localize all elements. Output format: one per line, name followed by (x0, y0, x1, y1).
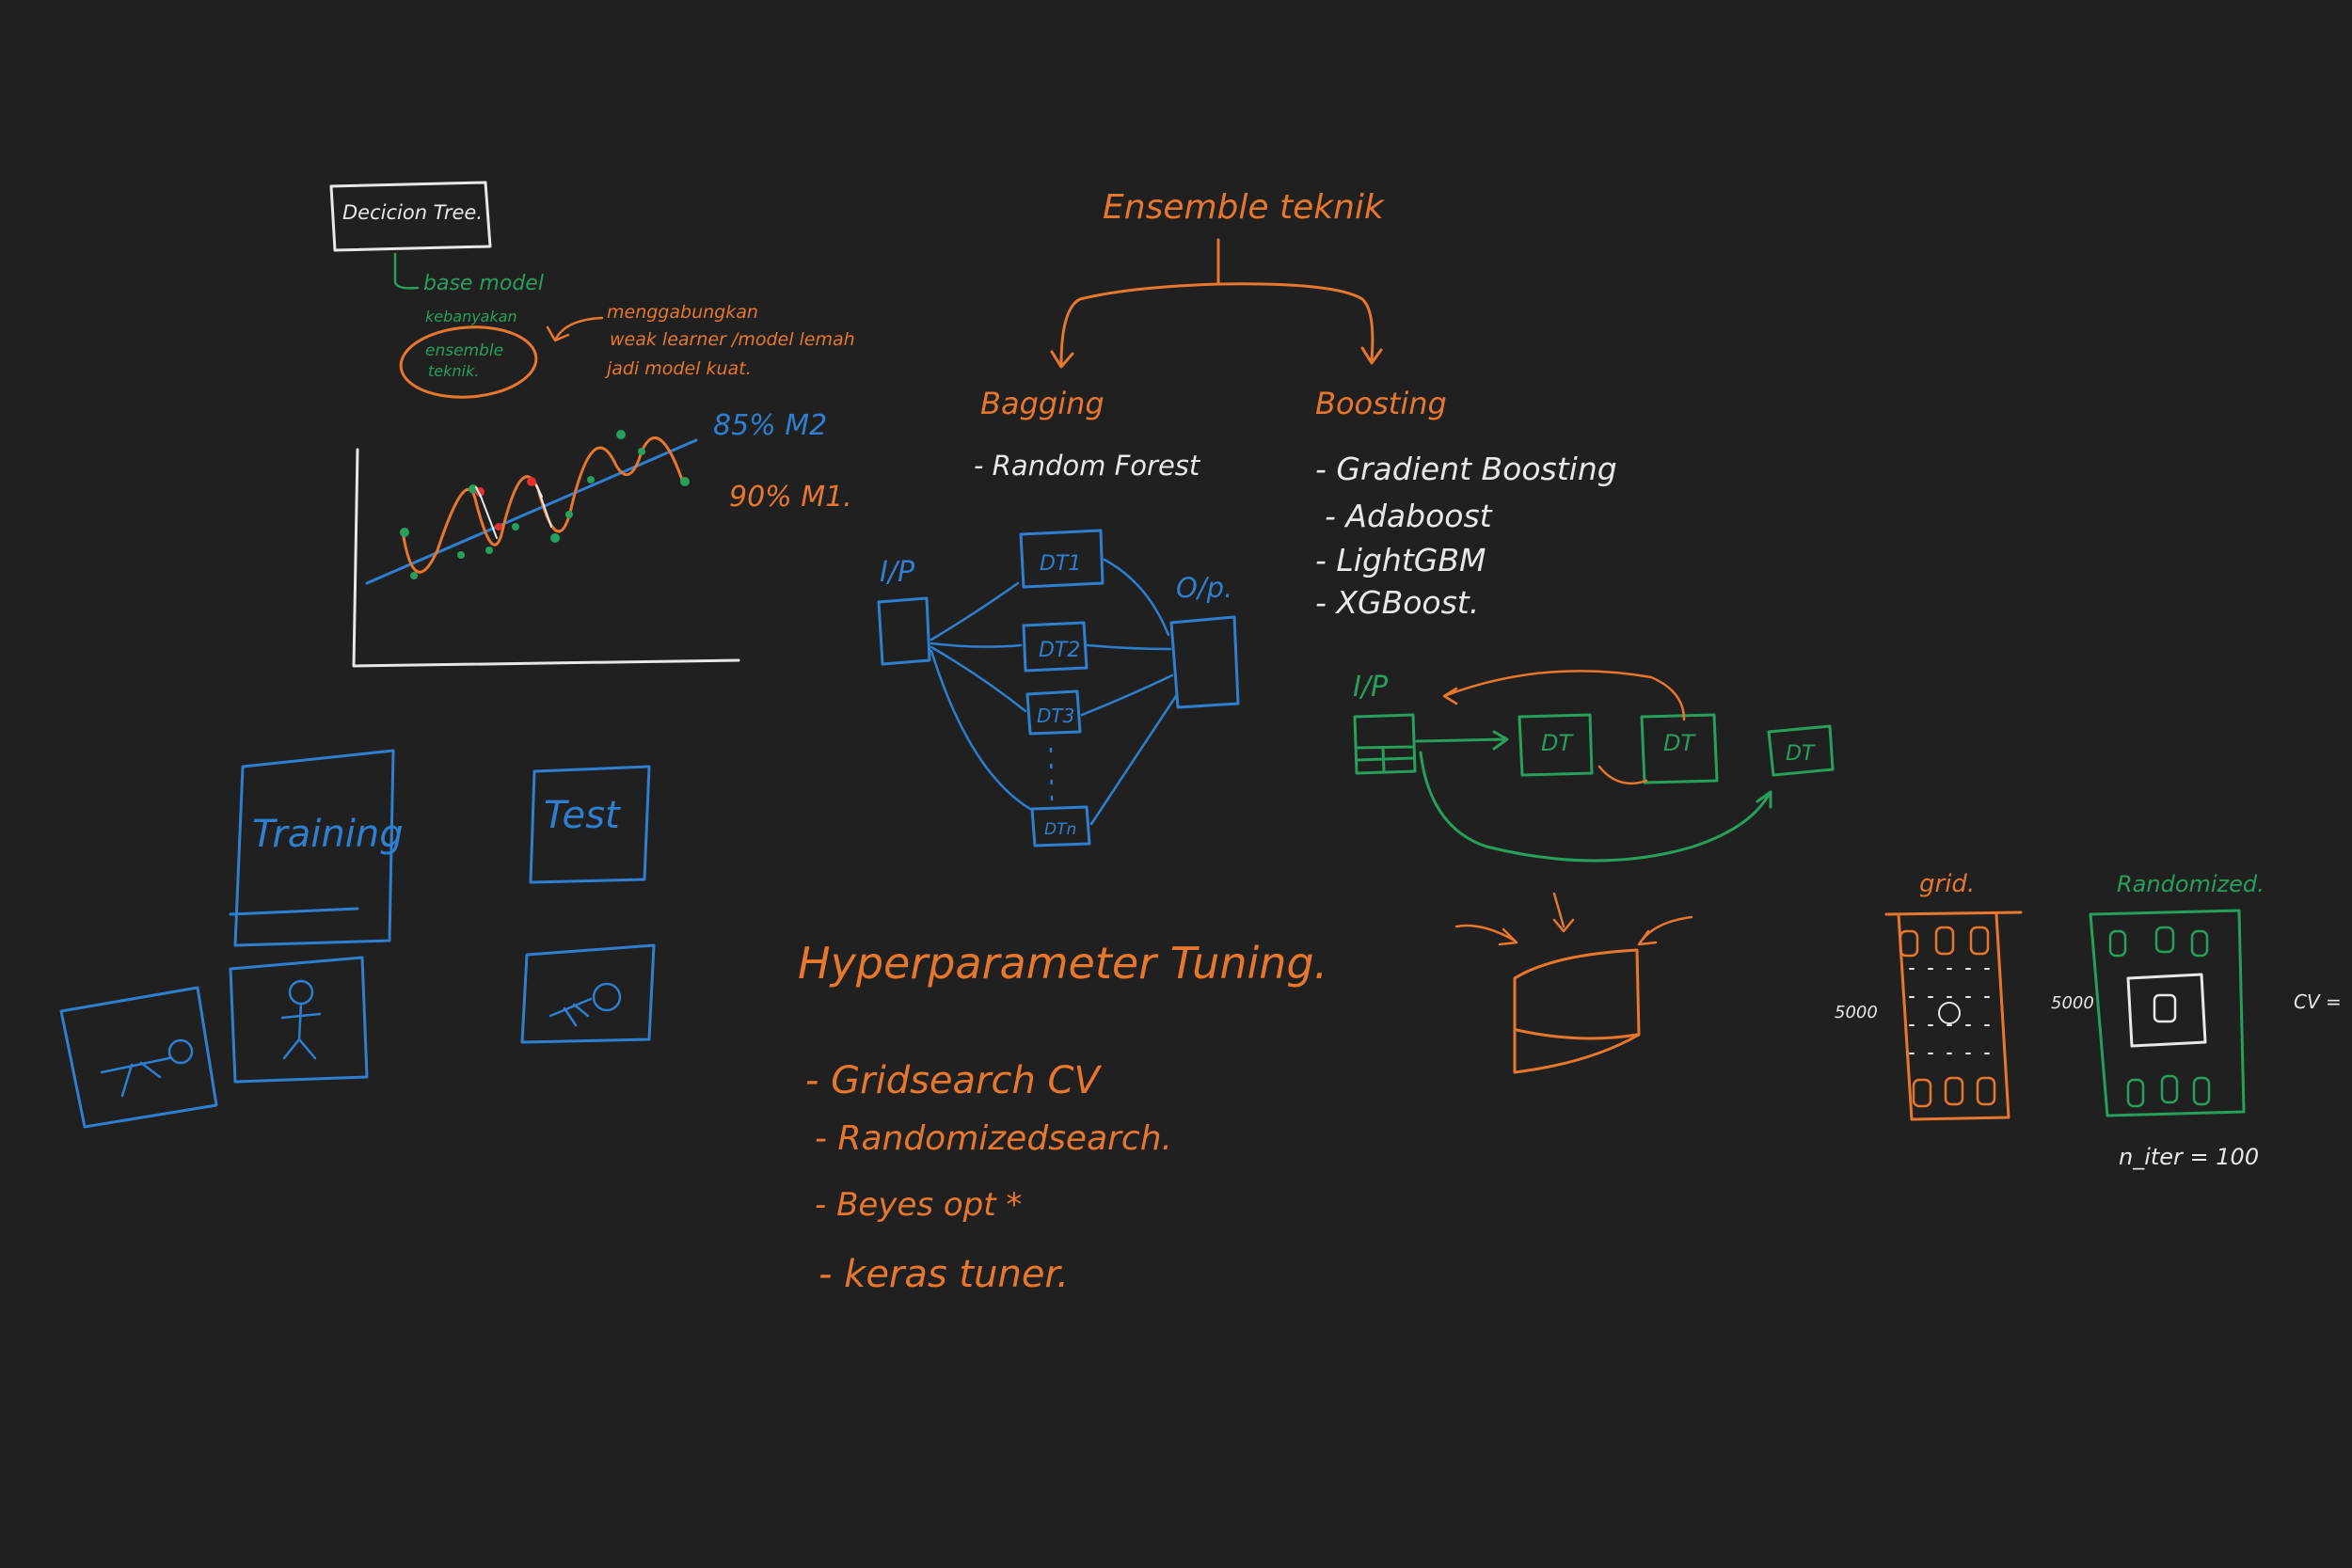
bagging-tree-n-label: DTn (1044, 820, 1076, 839)
fit-plot: 85% M2 90% M1. (352, 409, 852, 668)
plot-axes (352, 448, 740, 668)
hook-arrow (393, 252, 420, 290)
stick-figure-3-head (592, 982, 622, 1012)
tuning-item-4: - keras tuner. (818, 1253, 1069, 1296)
boosting-tree-3 (1767, 724, 1835, 777)
bagging-tree-1 (1019, 529, 1104, 589)
residual-arrows (475, 484, 552, 539)
stick-figure-1 (100, 1056, 171, 1098)
stick-figure-2 (280, 1002, 322, 1060)
ensemble-text-line2: teknik. (428, 362, 479, 380)
tuning-item-2: - Randomizedsearch. (815, 1119, 1172, 1158)
tuning-item-1: - Gridsearch CV (805, 1059, 1102, 1102)
bagging-tree-2-label: DT2 (1039, 639, 1080, 662)
data-points (400, 430, 690, 579)
base-model-text: base model (423, 272, 544, 295)
decision-tree-box (329, 181, 492, 252)
video-frame-1 (59, 986, 218, 1129)
decision-tree-notes: Decicion Tree. base model kebanyakan ens… (329, 181, 855, 399)
grid-cells (1899, 926, 1996, 1108)
boosting-tree-1-label: DT (1541, 730, 1574, 756)
boosting-item-1: - Gradient Boosting (1315, 451, 1617, 487)
linear-fit-line (365, 438, 698, 585)
grid-center-mark (1938, 1002, 1961, 1024)
bagging-output-label: O/p. (1176, 572, 1232, 604)
randomized-label: Randomized. (2117, 871, 2265, 897)
ensemble-title: Ensemble teknik (1103, 188, 1386, 227)
search-comparison: grid. 5000 Randomized. 5000 CV = n_iter … (1835, 870, 2342, 1170)
stick-figure-1-head (167, 1038, 194, 1065)
randomized-count: 5000 (2051, 993, 2094, 1013)
ensemble-section: Ensemble teknik Bagging - Random Forest … (974, 188, 1617, 621)
bagging-tree-2 (1022, 621, 1089, 673)
grid-label: grid. (1919, 870, 1975, 898)
video-frame-2 (229, 956, 369, 1084)
bagging-tree-3-label: DT3 (1037, 705, 1074, 727)
label-m1: 90% M1. (729, 481, 852, 514)
bagging-input-label: I/P (880, 556, 915, 589)
tuning-section: Hyperparameter Tuning. - Gridsearch CV -… (798, 938, 1327, 1296)
note-line-3: jadi model kuat. (604, 358, 752, 379)
training-label: Training (252, 813, 404, 856)
video-frame-3 (520, 943, 656, 1044)
note-line-1: menggabungkan (607, 302, 758, 323)
boosting-tree-3-label: DT (1786, 742, 1816, 766)
bagging-item: - Random Forest (974, 450, 1201, 482)
error-points (475, 477, 536, 531)
stick-figure-2-head (288, 979, 314, 1006)
training-frame (229, 749, 395, 947)
test-label: Test (544, 794, 621, 837)
stick-figure-3 (548, 997, 593, 1027)
decision-tree-title: Decicion Tree. (342, 201, 483, 224)
boosting-weight-arrows (1442, 670, 1686, 785)
tuning-title: Hyperparameter Tuning. (798, 938, 1327, 989)
ensemble-branches (1050, 238, 1383, 369)
randomized-frame (2089, 909, 2246, 1117)
cv-label: CV = (2294, 990, 2342, 1013)
boosting-return-curve (1419, 751, 1772, 863)
cylinder-sketch (1454, 892, 1693, 1074)
cylinder-body (1513, 948, 1641, 1074)
bagging-tree-n (1030, 805, 1091, 847)
bagging-ellipsis (1049, 747, 1054, 801)
boosting-forward-arrow (1415, 730, 1509, 751)
note-line-2: weak learner /model lemah (610, 329, 855, 350)
overfit-curve (401, 436, 684, 574)
boosting-tree-1 (1518, 713, 1594, 777)
boosting-tree-2 (1640, 713, 1719, 784)
bagging-input-box (877, 596, 931, 666)
grid-count: 5000 (1835, 1003, 1878, 1022)
randomized-highlight (2126, 973, 2207, 1048)
bagging-connectors (930, 558, 1178, 826)
bagging-label: Bagging (980, 386, 1104, 421)
boosting-input-box (1353, 713, 1417, 775)
bagging-diagram: I/P O/p. DT1 DT2 DT3 DTn (877, 529, 1240, 847)
train-test-sketches: Training Test (59, 749, 656, 1129)
boosting-label: Boosting (1315, 386, 1447, 421)
boosting-item-3: - LightGBM (1315, 542, 1486, 578)
label-m2: 85% M2 (713, 409, 827, 442)
boosting-item-2: - Adaboost (1325, 498, 1493, 534)
boosting-diagram: I/P DT DT DT (1353, 670, 1835, 863)
boosting-tree-2-label: DT (1663, 730, 1696, 756)
randomized-inner-cell (2153, 993, 2177, 1023)
grid-dots (1909, 968, 1995, 1054)
randomized-cells (2108, 926, 2211, 1108)
tuning-item-3: - Beyes opt * (815, 1186, 1022, 1224)
cylinder-arrows (1454, 892, 1693, 946)
bagging-output-box (1169, 615, 1240, 709)
ensemble-text-line1: ensemble (425, 341, 503, 360)
kebanyakan-text: kebanyakan (425, 308, 517, 325)
bagging-tree-3 (1025, 689, 1082, 736)
grid-frame (1884, 911, 2023, 1121)
ensemble-circle (399, 325, 538, 399)
bagging-tree-1-label: DT1 (1040, 552, 1081, 576)
boosting-input-label: I/P (1353, 671, 1389, 704)
note-arrow (546, 316, 604, 342)
n-iter-label: n_iter = 100 (2119, 1144, 2259, 1170)
boosting-item-4: - XGBoost. (1315, 584, 1479, 621)
test-frame (529, 765, 651, 884)
